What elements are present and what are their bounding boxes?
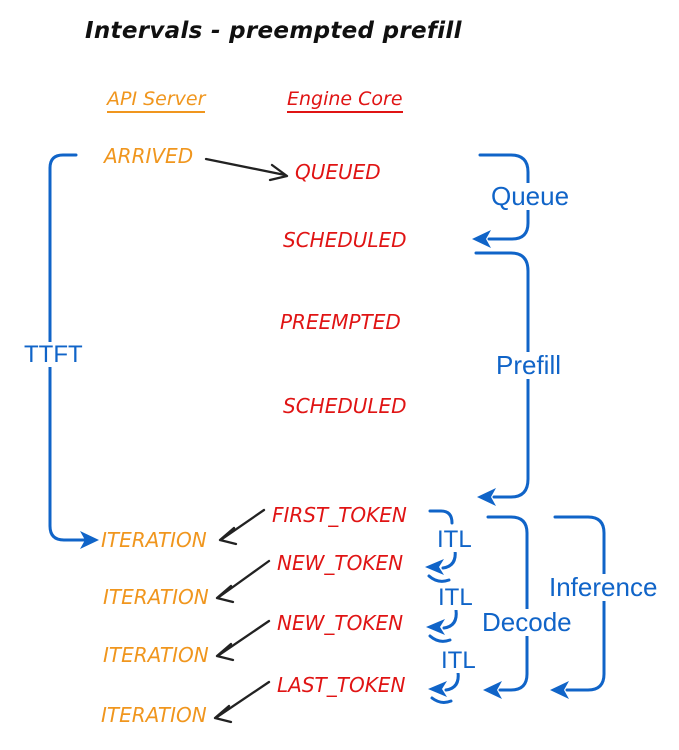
interval-itl-3-label: ITL xyxy=(440,647,477,674)
event-first-token: FIRST_TOKEN xyxy=(272,503,407,527)
event-new-token-2: NEW_TOKEN xyxy=(277,611,404,635)
event-iteration-2: ITERATION xyxy=(103,585,209,609)
event-scheduled-1: SCHEDULED xyxy=(283,228,407,252)
column-header-engine-core: Engine Core xyxy=(287,89,403,113)
event-iteration-4: ITERATION xyxy=(101,703,207,727)
itl-3-bracket xyxy=(428,670,460,704)
event-preempted: PREEMPTED xyxy=(280,310,401,334)
itl-3-arrowhead-icon xyxy=(428,681,447,697)
event-last-token: LAST_TOKEN xyxy=(277,673,406,697)
decode-arrowhead-icon xyxy=(483,681,502,699)
arrow-new-token-2-to-iteration-3 xyxy=(215,619,271,662)
interval-itl-2-label: ITL xyxy=(437,584,474,611)
arrow-arrived-to-queued xyxy=(204,157,289,182)
event-new-token-1: NEW_TOKEN xyxy=(277,551,404,575)
interval-itl-1-label: ITL xyxy=(436,526,473,553)
inference-arrowhead-icon xyxy=(550,681,569,699)
interval-inference-label: Inference xyxy=(546,573,661,602)
itl-1-arrowhead-icon xyxy=(425,559,444,575)
queue-arrowhead-icon xyxy=(472,230,491,248)
interval-prefill-label: Prefill xyxy=(493,351,565,380)
arrow-new-token-1-to-iteration-2 xyxy=(215,559,271,604)
arrow-first-token-to-iteration-1 xyxy=(218,508,266,546)
inference-bracket xyxy=(550,515,606,699)
interval-ttft-label: TTFT xyxy=(21,342,86,367)
event-queued: QUEUED xyxy=(295,160,381,184)
event-scheduled-2: SCHEDULED xyxy=(283,394,407,418)
interval-queue-label: Queue xyxy=(488,182,573,211)
itl-2-bracket xyxy=(426,608,458,643)
page-title: Intervals - preempted prefill xyxy=(85,18,462,44)
interval-decode-label: Decode xyxy=(479,608,575,637)
column-header-api-server: API Server xyxy=(107,89,206,113)
ttft-arrowhead-icon xyxy=(80,531,99,549)
arrow-last-token-to-iteration-4 xyxy=(213,680,271,724)
prefill-arrowhead-icon xyxy=(477,488,496,506)
event-arrived: ARRIVED xyxy=(104,144,194,168)
itl-2-arrowhead-icon xyxy=(426,619,445,635)
event-iteration-1: ITERATION xyxy=(101,528,207,552)
decode-bracket xyxy=(483,515,529,699)
itl-1-bracket xyxy=(425,509,457,583)
event-iteration-3: ITERATION xyxy=(103,643,209,667)
